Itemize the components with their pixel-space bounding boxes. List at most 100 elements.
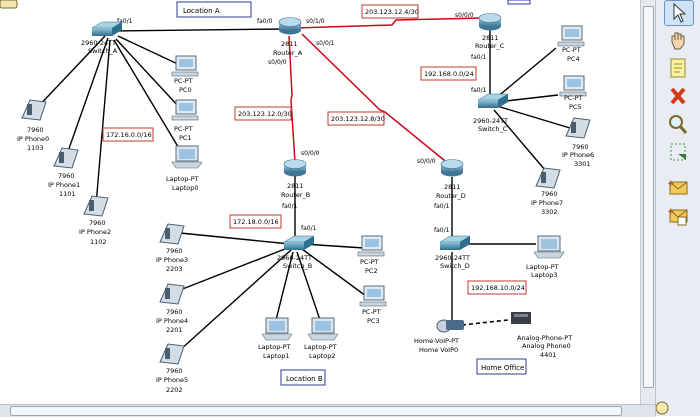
svg-text:Switch_B: Switch_B <box>283 262 312 270</box>
svg-text:Switch_C: Switch_C <box>478 125 508 133</box>
router-b[interactable]: 2811 Router_B <box>281 159 310 200</box>
svg-text:Analog-Phone-PT: Analog-Phone-PT <box>517 334 572 342</box>
vertical-scrollbar[interactable] <box>640 0 656 404</box>
pc-2[interactable]: PC-PT PC2 <box>357 235 385 275</box>
right-toolbar: + + <box>655 0 700 416</box>
analog-phone[interactable]: Analog-Phone-PT Analog Phone0 4401 <box>511 312 572 359</box>
subnet-label: 203.123.12.4/30 <box>365 8 419 16</box>
laptop-1[interactable]: Laptop-PT Laptop1 <box>258 317 293 360</box>
svg-text:Laptop0: Laptop0 <box>172 184 199 192</box>
svg-text:s0/0/1: s0/0/1 <box>316 40 335 47</box>
router-d[interactable]: 2811 Router_D <box>436 159 466 201</box>
link-voip-analog <box>461 319 509 326</box>
link-switchb-laptop1 <box>275 251 294 321</box>
svg-text:Router_D: Router_D <box>436 192 466 200</box>
svg-text:s0/0/0: s0/0/0 <box>455 12 474 19</box>
subnet-labels: 203.123.12.4/30 172.16.0.0/16 192.168.0.… <box>102 4 527 295</box>
svg-text:IP Phone4: IP Phone4 <box>156 317 188 325</box>
svg-text:s0/0/0: s0/0/0 <box>268 59 287 66</box>
svg-text:Laptop-PT: Laptop-PT <box>304 343 337 351</box>
svg-text:7960: 7960 <box>572 143 589 151</box>
link-switchb-pc3 <box>301 248 367 297</box>
ip-phone-7[interactable]: 7960 IP Phone7 3302 <box>531 167 563 216</box>
switch-d[interactable]: 2960-24TT Switch_D <box>435 235 471 270</box>
pc-4[interactable]: PC-PT PC4 <box>557 25 585 63</box>
select-tool-icon[interactable] <box>664 0 694 26</box>
svg-text:fa0/1: fa0/1 <box>117 18 133 25</box>
ip-phone-3[interactable]: 7960 IP Phone3 2203 <box>156 223 188 273</box>
laptop-3[interactable]: Laptop-PT Laptop3 <box>526 235 565 279</box>
svg-text:Router_A: Router_A <box>273 49 303 57</box>
link-switchc-pc4 <box>495 47 557 99</box>
ip-phone-0[interactable]: 7960 IP Phone0 1103 <box>17 99 49 152</box>
svg-text:Switch_D: Switch_D <box>440 262 470 270</box>
location-a-note[interactable]: Location A <box>183 7 220 15</box>
svg-text:PC-PT: PC-PT <box>562 46 581 54</box>
subnet-label: 203.123.12.0/30 <box>238 110 292 118</box>
corner-resize-icon[interactable] <box>655 392 684 416</box>
ip-phone-4[interactable]: 7960 IP Phone4 2201 <box>156 283 188 334</box>
svg-text:Analog Phone0: Analog Phone0 <box>522 342 571 350</box>
svg-text:PC-PT: PC-PT <box>564 94 583 102</box>
router-c[interactable]: 2811 Router_C <box>475 13 505 51</box>
delete-tool-icon[interactable] <box>664 84 692 108</box>
port-labels: fa0/1 fa0/0 s0/1/0 s0/0/1 s0/0/0 s0/0/0 … <box>117 12 487 234</box>
svg-text:Laptop1: Laptop1 <box>263 352 290 360</box>
svg-text:fa0/1: fa0/1 <box>434 227 450 234</box>
switch-b[interactable]: 2960-24TT Switch_B <box>277 235 315 270</box>
svg-text:IP Phone1: IP Phone1 <box>48 181 80 189</box>
svg-text:1101: 1101 <box>59 190 76 198</box>
svg-text:3301: 3301 <box>574 160 591 168</box>
topology-canvas[interactable]: Location A Location B Home Office 203.12… <box>0 0 655 404</box>
svg-text:1102: 1102 <box>90 238 107 246</box>
pc-1[interactable]: PC-PT PC1 <box>171 99 199 142</box>
svg-text:Laptop-PT: Laptop-PT <box>258 343 291 351</box>
laptop-2[interactable]: Laptop-PT Laptop2 <box>304 317 339 360</box>
link-switcha-laptop0 <box>113 39 181 151</box>
ip-phone-1[interactable]: 7960 IP Phone1 1101 <box>48 147 80 198</box>
link-routera-routerc <box>294 17 484 29</box>
ip-phone-6[interactable]: 7960 IP Phone6 3301 <box>562 117 594 168</box>
hand-tool-icon[interactable] <box>664 28 692 52</box>
add-simple-pdu-icon[interactable]: + <box>664 176 692 200</box>
ip-phone-5[interactable]: 7960 IP Phone5 2202 <box>156 343 188 394</box>
switch-a[interactable]: 2960-24TT Switch_A <box>81 21 123 55</box>
svg-text:PC-PT: PC-PT <box>174 77 193 85</box>
ethernet-links <box>34 28 571 351</box>
svg-text:Laptop-PT: Laptop-PT <box>166 175 199 183</box>
svg-text:PC4: PC4 <box>567 55 580 63</box>
link-switcha-phone1 <box>65 37 109 158</box>
horizontal-scrollbar[interactable] <box>0 404 655 417</box>
svg-text:PC1: PC1 <box>179 134 192 142</box>
ip-phone-2[interactable]: 7960 IP Phone2 1102 <box>79 195 111 246</box>
svg-text:7960: 7960 <box>27 126 44 134</box>
location-b-note[interactable]: Location B <box>286 375 323 383</box>
link-switcha-pc1 <box>115 38 181 109</box>
link-switchb-phone4 <box>179 246 291 291</box>
switch-c[interactable]: 2960-24TT Switch_C <box>473 93 509 133</box>
svg-text:7960: 7960 <box>166 247 183 255</box>
svg-text:Router_B: Router_B <box>281 191 310 199</box>
subnet-label: 203.123.12.8/30 <box>331 115 385 123</box>
pc-0[interactable]: PC-PT PC0 <box>171 55 199 94</box>
svg-text:2960-24TT: 2960-24TT <box>473 117 508 125</box>
router-a[interactable]: 2811 Router_A <box>273 17 303 58</box>
svg-text:2811: 2811 <box>287 182 304 190</box>
pc-3[interactable]: PC-PT PC3 <box>359 285 387 325</box>
note-tool-icon[interactable] <box>664 56 692 80</box>
laptop-0[interactable]: Laptop-PT Laptop0 <box>166 145 203 192</box>
pc-5[interactable]: PC-PT PC5 <box>559 75 587 111</box>
svg-text:Laptop-PT: Laptop-PT <box>526 263 559 271</box>
canvas-corner-icon[interactable] <box>0 0 18 9</box>
svg-text:1103: 1103 <box>27 144 44 152</box>
svg-text:+: + <box>667 207 675 217</box>
add-complex-pdu-icon[interactable]: + <box>664 204 692 228</box>
link-switcha-phone2 <box>95 39 111 206</box>
home-voip[interactable]: Home-VoIP-PT Home VoIP0 <box>414 319 464 354</box>
inspect-tool-icon[interactable] <box>664 112 692 136</box>
svg-text:PC-PT: PC-PT <box>362 308 381 316</box>
home-office-note[interactable]: Home Office <box>481 364 524 372</box>
svg-text:Router_C: Router_C <box>475 42 505 50</box>
resize-tool-icon[interactable] <box>664 140 692 164</box>
